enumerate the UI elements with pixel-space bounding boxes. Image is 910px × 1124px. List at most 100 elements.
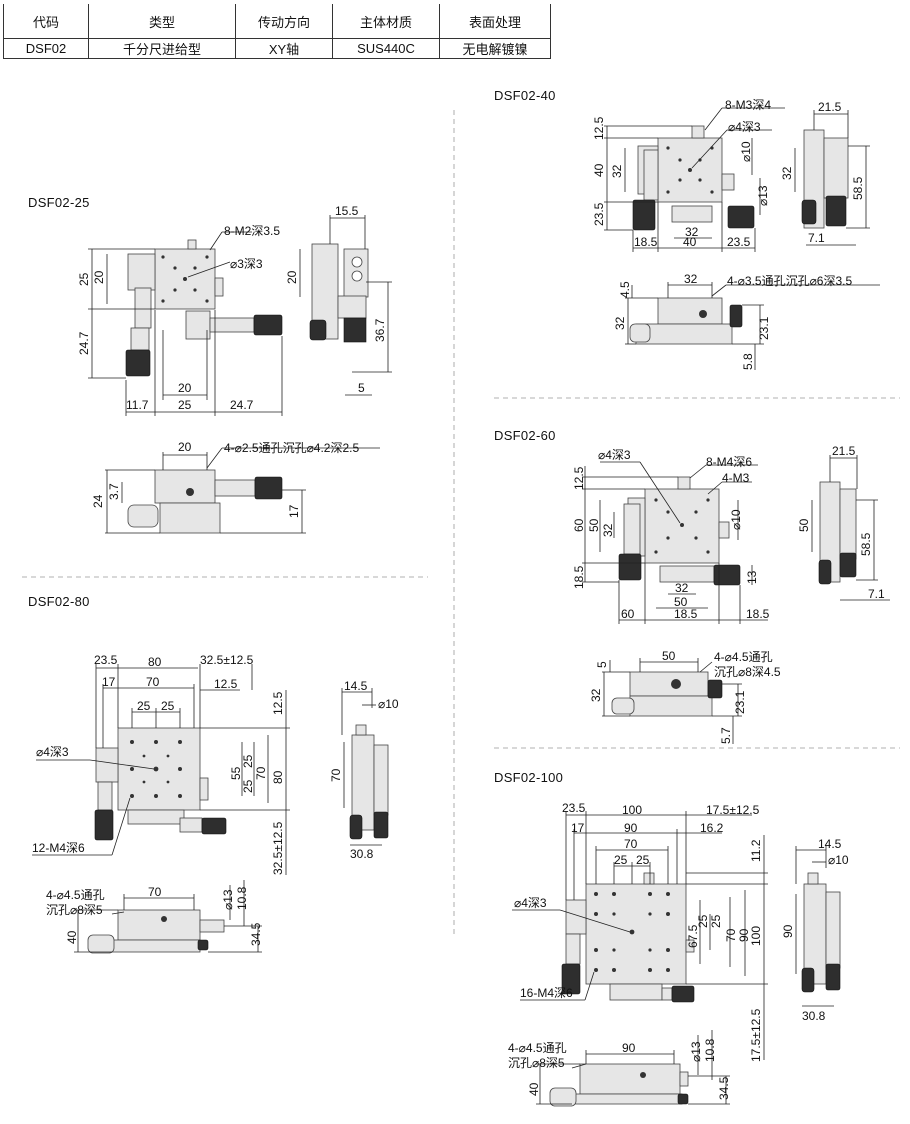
x-knob xyxy=(713,564,741,586)
dim-side-pitch: 32 xyxy=(780,166,794,180)
spec-header-code: 代码 xyxy=(3,4,89,39)
stage-clamp xyxy=(199,777,209,801)
y-drive-body xyxy=(134,287,152,329)
dim-micrometer-length: 24.7 xyxy=(77,331,91,355)
dim-left-offset: 23.5 xyxy=(562,801,586,815)
dim-front-step: 5 xyxy=(595,661,609,668)
stage-plate xyxy=(585,883,687,985)
dim-travel-x: 17.5±12.5 xyxy=(706,803,760,817)
dim-x-pitch: 32 xyxy=(685,225,699,239)
dim-hole-pitch: 32 xyxy=(601,523,615,537)
dsf02-100-side-view: 14.5 ⌀10 90 30.8 xyxy=(781,837,849,1023)
dim-front-axis: 17 xyxy=(287,504,301,518)
note-mount-a: 4-⌀4.5通孔 xyxy=(508,1041,567,1055)
y-micrometer-barrel xyxy=(130,327,150,351)
front-barrel xyxy=(679,1071,689,1087)
dim-inner-70-y: 70 xyxy=(724,928,738,942)
front-body xyxy=(579,1063,681,1095)
stage-side-block xyxy=(95,747,119,783)
x-knob xyxy=(201,817,227,835)
dim-edge-offset: 16.2 xyxy=(700,821,724,835)
dim-front-top: 10.8 xyxy=(703,1038,717,1062)
note-holes: 12-M4深6 xyxy=(32,841,85,855)
front-knob xyxy=(677,1093,689,1105)
side-knob-x xyxy=(349,814,363,840)
front-body xyxy=(154,469,216,504)
dim-height-100: 100 xyxy=(749,926,763,946)
dim-front-height: 24 xyxy=(91,494,105,508)
y-drive xyxy=(643,149,659,201)
note-mount: 4-⌀2.5通孔沉孔⌀4.2深2.5 xyxy=(224,441,359,455)
dim-dia-10: ⌀10 xyxy=(739,141,753,162)
dsf02-25-front-view: 20 4-⌀2.5通孔沉孔⌀4.2深2.5 24 3.7 17 xyxy=(91,440,380,534)
spec-cell-type: 千分尺进给型 xyxy=(88,38,236,59)
dim-inner-70: 70 xyxy=(254,766,268,780)
front-knob xyxy=(707,679,723,699)
dim-top-margin: 12.5 xyxy=(271,691,285,715)
dsf02-40-side-view: 21.5 32 58.5 7.1 xyxy=(780,100,870,246)
dim-x-pitch: 32 xyxy=(675,581,689,595)
dim-pitch-a: 25 xyxy=(137,699,151,713)
side-knob xyxy=(839,552,857,578)
dim-inner-width: 70 xyxy=(146,675,160,689)
front-knob-y xyxy=(549,1087,577,1107)
dsf02-25-top-view: 8-M2深3.5 ⌀3深3 25 20 24.7 20 11.7 25 24.7 xyxy=(77,224,283,416)
side-screw xyxy=(807,872,819,885)
dim-front-step: 4.5 xyxy=(618,281,632,298)
side-knob-x xyxy=(818,559,832,585)
x-drive-body xyxy=(127,809,185,825)
spec-cell-code: DSF02 xyxy=(3,38,89,59)
spec-header-drive: 传动方向 xyxy=(235,4,333,39)
note-holes: 8-M2深3.5 xyxy=(224,224,280,238)
dsf02-40-front-view: 32 4-⌀3.5通孔沉孔⌀6深3.5 4.5 32 23.1 5.8 xyxy=(613,272,880,370)
dim-side-width: 15.5 xyxy=(335,204,359,218)
front-knob-y xyxy=(87,934,115,954)
dim-side-offset: 7.1 xyxy=(868,587,885,601)
lock-screw xyxy=(187,239,197,250)
note-center: ⌀4深3 xyxy=(36,745,69,759)
side-knob xyxy=(343,317,367,343)
front-knob-y xyxy=(127,504,159,528)
dim-hole-pitch: 20 xyxy=(92,270,106,284)
x-barrel xyxy=(661,987,673,1001)
dim-side-offset: 5 xyxy=(358,381,365,395)
dim-pitch-25b: 25 xyxy=(241,779,255,793)
dim-height: 25 xyxy=(77,272,91,286)
x-drive-body xyxy=(185,310,211,340)
dim-right: 18.5 xyxy=(746,607,770,621)
spec-header-finish: 表面处理 xyxy=(439,4,551,39)
dsf02-100-top-view: ⌀4深3 16-M4深6 23.5 100 17.5±12.5 17 90 16… xyxy=(512,801,768,1062)
dim-pitch-55: 55 xyxy=(229,766,243,780)
dsf02-100-front-view: 90 4-⌀4.5通孔 沉孔⌀8深5 ⌀13 10.8 40 34.5 xyxy=(508,1030,731,1107)
dim-side-total: 36.7 xyxy=(373,318,387,342)
stage-clamp xyxy=(718,521,730,539)
spec-cell-material: SUS440C xyxy=(332,38,440,59)
side-knob xyxy=(825,195,847,227)
spec-table-row: DSF02 千分尺进给型 XY轴 SUS440C 无电解镀镍 xyxy=(3,38,551,59)
spec-table-header-row: 代码 类型 传动方向 主体材质 表面处理 xyxy=(3,4,551,39)
dim-micrometer: 18.5 xyxy=(572,565,586,589)
dim-side-pitch: 50 xyxy=(797,518,811,532)
dim-right: 23.5 xyxy=(727,235,751,249)
x-barrel xyxy=(179,817,203,833)
front-knob xyxy=(729,304,743,328)
dim-pitch-25a: 25 xyxy=(696,914,710,928)
front-base xyxy=(571,1093,683,1105)
dim-side-width: 21.5 xyxy=(818,100,842,114)
dim-front-height: 32 xyxy=(589,688,603,702)
dim-edge-offset: 12.5 xyxy=(214,677,238,691)
y-knob xyxy=(94,809,114,841)
x-knob xyxy=(671,985,695,1003)
dim-front-axis: 34.5 xyxy=(717,1076,731,1100)
side-bracket xyxy=(373,744,389,816)
dim-side-width: 21.5 xyxy=(832,444,856,458)
dim-inner-pitch: 50 xyxy=(587,518,601,532)
dim-front-pitch: 32 xyxy=(684,272,698,286)
front-body xyxy=(117,909,201,941)
dim-front-pitch: 50 xyxy=(662,649,676,663)
front-knob xyxy=(254,476,283,500)
section-label-dsf02-100: DSF02-100 xyxy=(494,770,564,785)
dim-side-offset: 30.8 xyxy=(350,847,374,861)
x-barrel xyxy=(659,565,715,583)
dsf02-60-top-view: ⌀4深3 8-M4深6 4-M3 12.5 60 50 32 18.5 ⌀10 … xyxy=(572,448,770,624)
